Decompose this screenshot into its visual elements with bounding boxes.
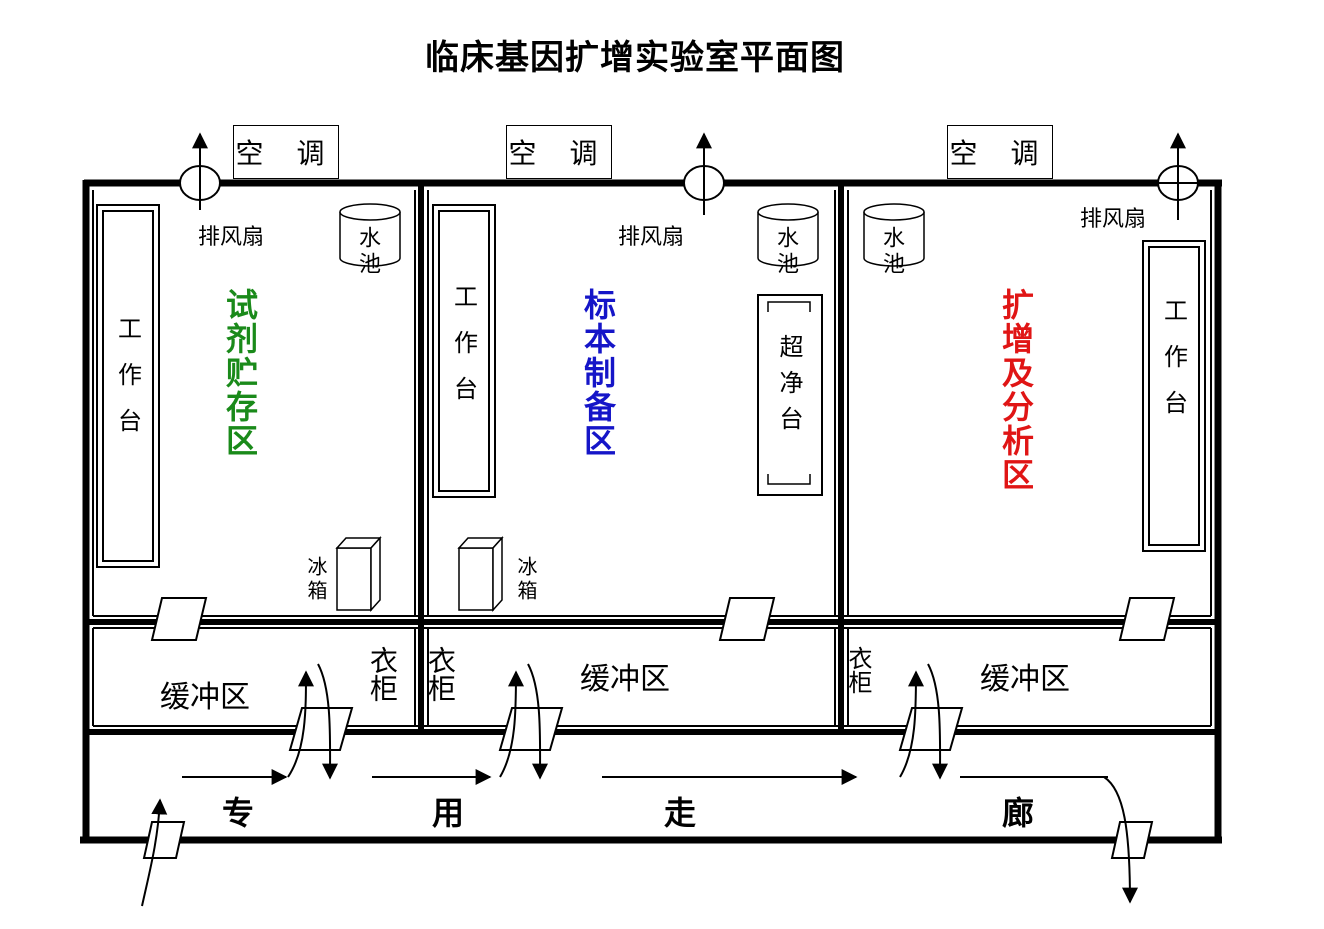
sink-label-3: 水池	[879, 226, 904, 278]
sink-label-1: 水池	[355, 226, 380, 278]
page-title: 临床基因扩增实验室平面图	[425, 38, 845, 78]
work-bench-label-2: 工作台	[449, 284, 478, 422]
fridge-label-1: 冰箱	[304, 556, 328, 604]
exhaust-fan-label-3: 排风扇	[1080, 207, 1147, 232]
sink-label-2: 水池	[773, 226, 798, 278]
corridor-char-1: 专	[222, 794, 255, 832]
air-conditioner-2: 空 调	[506, 125, 612, 179]
fridge-label-2: 冰箱	[514, 556, 538, 604]
work-bench-label-3: 工作台	[1159, 298, 1188, 436]
work-bench-3: 工作台	[1142, 240, 1206, 552]
buffer-zone-2: 缓冲区	[580, 662, 670, 697]
zone-specimen-preparation: 标本制备区	[579, 288, 617, 458]
buffer-zone-1: 缓冲区	[160, 680, 250, 715]
clean-bench-label: 超净台	[775, 334, 803, 442]
work-bench-2: 工作台	[432, 204, 496, 498]
exhaust-fan-label-1: 排风扇	[198, 225, 265, 250]
work-bench-label-1: 工作台	[113, 316, 142, 454]
air-conditioner-1: 空 调	[233, 125, 339, 179]
corridor-char-4: 廊	[1002, 794, 1035, 832]
wardrobe-label-1: 衣柜	[366, 646, 399, 702]
exhaust-fan-label-2: 排风扇	[618, 225, 685, 250]
air-conditioner-3: 空 调	[947, 125, 1053, 179]
wardrobe-label-2: 衣柜	[424, 646, 457, 702]
zone-reagent-storage: 试剂贮存区	[221, 288, 259, 458]
corridor-char-2: 用	[432, 794, 465, 832]
clean-bench	[757, 294, 823, 496]
corridor-char-3: 走	[664, 794, 697, 832]
buffer-zone-3: 缓冲区	[980, 662, 1070, 697]
wardrobe-label-3: 衣柜	[844, 646, 872, 694]
zone-amplification-analysis: 扩增及分析区	[997, 288, 1035, 492]
work-bench-1: 工作台	[96, 204, 160, 568]
